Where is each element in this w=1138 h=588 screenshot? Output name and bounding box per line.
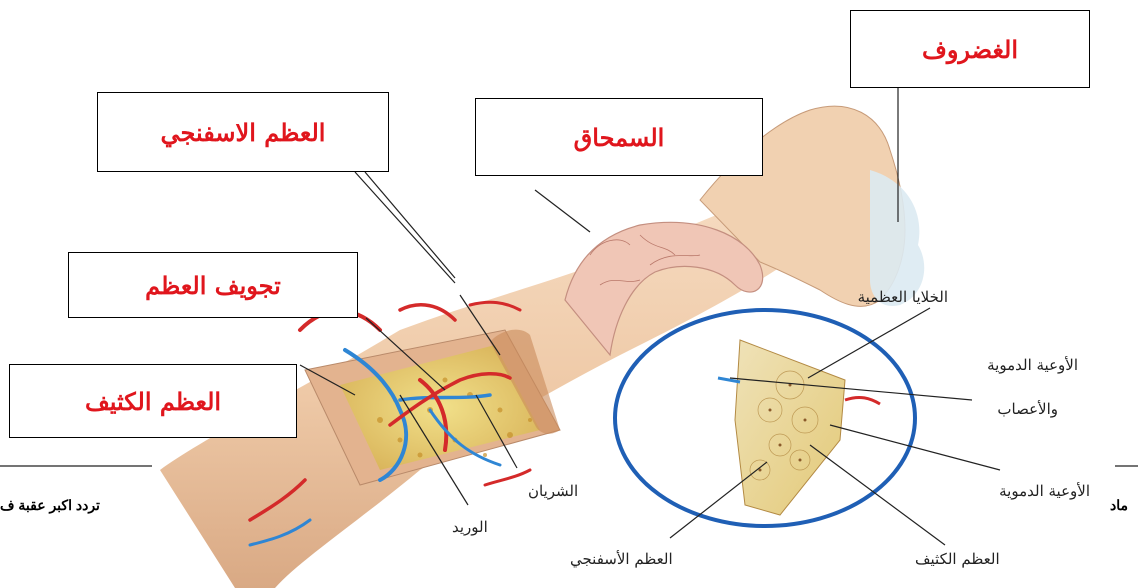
spongy-bone-box: العظم الاسفنجي bbox=[97, 92, 389, 172]
cartilage-cap bbox=[870, 170, 924, 306]
label-vein: الوريد bbox=[452, 518, 488, 536]
label-spongy: العظم الأسفنجي bbox=[570, 550, 673, 568]
label-compact: العظم الكثيف bbox=[915, 550, 1000, 568]
cartilage-box: الغضروف bbox=[850, 10, 1090, 88]
label-vessels-1: الأوعية الدموية bbox=[987, 356, 1078, 374]
marrow-cavity-box: تجويف العظم bbox=[68, 252, 358, 318]
label-vessels-2: والأعصاب bbox=[997, 400, 1058, 418]
periosteum-box: السمحاق bbox=[475, 98, 763, 176]
label-artery: الشريان bbox=[528, 482, 578, 500]
label-blood-vessels: الأوعية الدموية bbox=[999, 482, 1090, 500]
footer-text-left: تردد اكبر عقبة ف bbox=[0, 497, 150, 514]
label-osteocytes: الخلايا العظمية bbox=[858, 288, 948, 306]
compact-bone-box: العظم الكثيف bbox=[9, 364, 297, 438]
footer-text-right: ماد bbox=[1110, 497, 1128, 514]
